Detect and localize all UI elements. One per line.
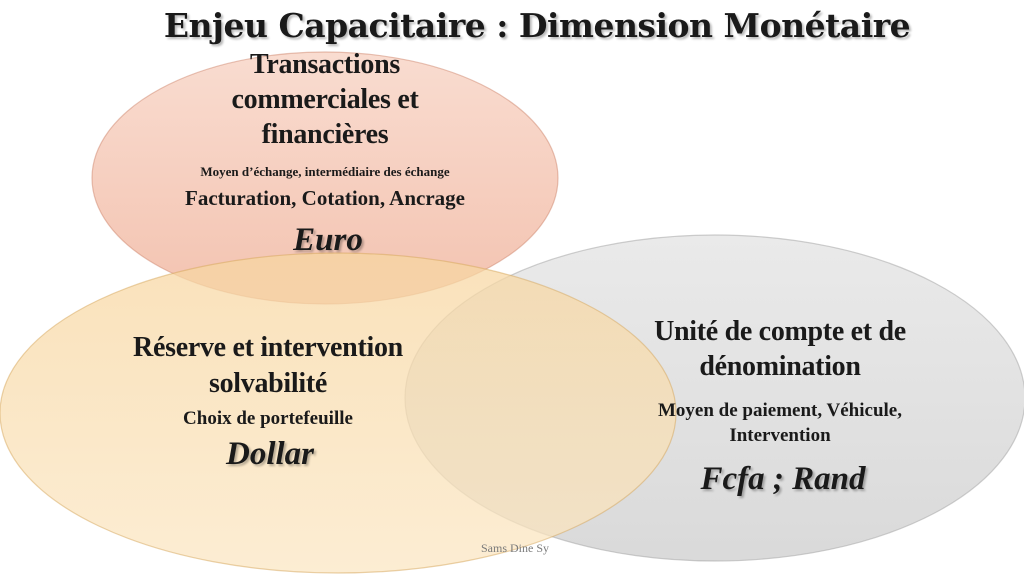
euro-heading-line-3: financières — [261, 119, 389, 150]
circle-dollar — [0, 252, 677, 574]
fcfa-heading-line-1: Unité de compte et de — [654, 316, 906, 347]
dollar-heading-line-1: Réserve et intervention — [133, 332, 403, 363]
euro-subtext-1: Moyen d’échange, intermédiaire des échan… — [200, 164, 450, 179]
dollar-subtext-1: Choix de portefeuille — [183, 408, 353, 429]
page-title: Enjeu Capacitaire : Dimension Monétaire — [163, 6, 911, 45]
euro-heading-line-2: commerciales et — [231, 84, 419, 115]
fcfa-heading-line-2: dénomination — [699, 351, 861, 382]
fcfa-currency: Fcfa ; Rand — [700, 461, 866, 497]
euro-heading-line-1: Transactions — [250, 49, 400, 80]
author-credit: Sams Dine Sy — [480, 541, 549, 555]
fcfa-subtext-1: Moyen de paiement, Véhicule, — [658, 400, 902, 421]
euro-subtext-2: Facturation, Cotation, Ancrage — [185, 186, 465, 210]
fcfa-subtext-2: Intervention — [729, 425, 831, 446]
euro-currency: Euro — [293, 222, 363, 258]
dollar-currency: Dollar — [225, 436, 314, 472]
dollar-heading-line-2: solvabilité — [208, 368, 328, 399]
